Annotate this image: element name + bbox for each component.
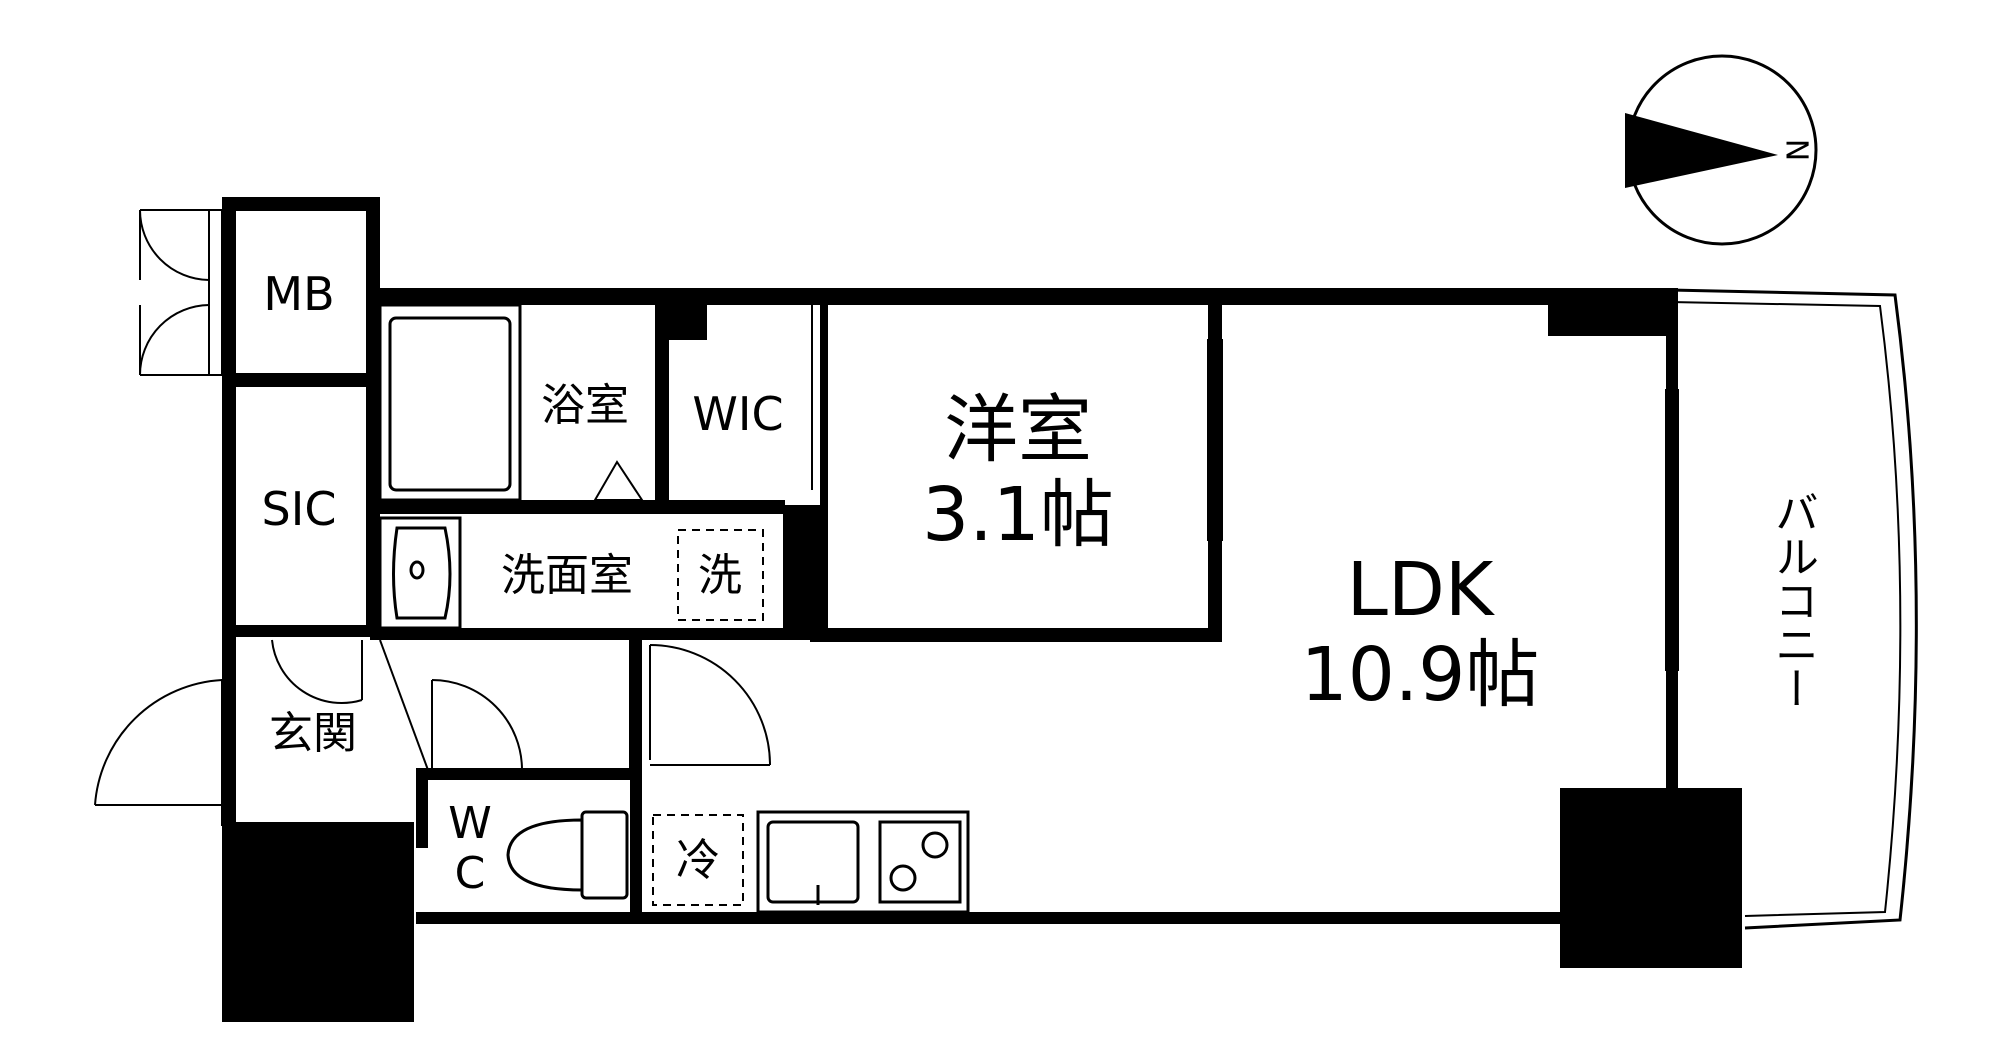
sic-label: SIC (262, 482, 337, 536)
sink (378, 516, 462, 630)
western-room-size: 3.1帖 (922, 472, 1114, 558)
entrance-label: 玄関 (269, 708, 357, 759)
walls (222, 197, 1742, 1022)
balcony-area (1669, 288, 1918, 930)
north-label: N (1779, 139, 1814, 161)
bath-label: 浴室 (541, 380, 629, 431)
washer-label: 洗 (698, 550, 742, 601)
kitchen-counter (756, 810, 970, 914)
stove-burner-icon (921, 831, 949, 859)
wic-label: WIC (692, 387, 783, 441)
mb-label: MB (263, 267, 334, 321)
toilet-label-w: W (448, 798, 492, 849)
washer-space (677, 529, 764, 621)
western-room-label: 洋室 (944, 387, 1092, 473)
toilet (506, 810, 629, 900)
north-arrow-icon (1625, 113, 1778, 188)
ldk-door (649, 644, 771, 766)
compass: N (1625, 54, 1818, 246)
ldk-size: 10.9帖 (1301, 632, 1540, 718)
washroom-label: 洗面室 (501, 550, 633, 601)
bathtub (378, 303, 644, 502)
fridge-space (652, 814, 744, 906)
toilet-label-c: C (455, 848, 486, 899)
stove-burner-icon (889, 864, 917, 892)
entrance-door (94, 679, 235, 826)
ldk-label: LDK (1347, 547, 1496, 633)
fridge-label: 冷 (676, 835, 720, 886)
thin-partitions (271, 305, 1679, 771)
balcony-label: バルコニー (1767, 490, 1818, 710)
wc-door (431, 679, 523, 771)
mb-doors (139, 209, 223, 376)
